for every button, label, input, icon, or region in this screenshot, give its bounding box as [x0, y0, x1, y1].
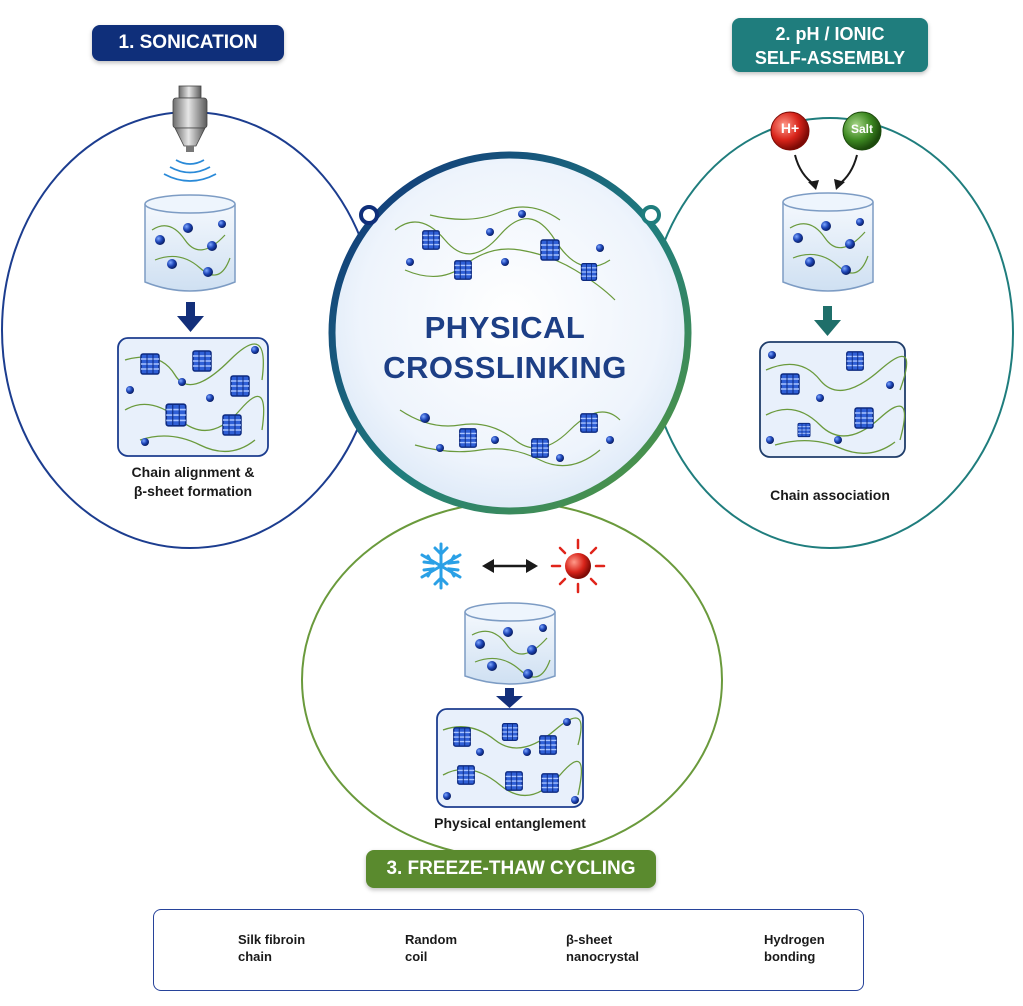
- freeze-title: 3. FREEZE-THAW CYCLING: [386, 858, 636, 879]
- freeze-network-box: [436, 708, 584, 808]
- ultrasonic-probe-icon: [172, 85, 208, 152]
- sonication-title-pill: 1. SONICATION: [92, 25, 284, 61]
- freeze-title-pill: 3. FREEZE-THAW CYCLING: [366, 850, 656, 888]
- center-title-line2: CROSSLINKING: [383, 350, 627, 385]
- double-arrow-icon: [482, 559, 538, 573]
- ionic-network-box: [759, 341, 908, 458]
- sonication-title: 1. SONICATION: [118, 32, 258, 53]
- legend-label-crystal: β-sheet nanocrystal: [566, 932, 639, 964]
- salt-badge-label: Salt: [850, 122, 873, 136]
- freeze-beaker: [464, 602, 556, 685]
- legend-label-coil: Random coil: [405, 932, 457, 964]
- center-coils-bottom: [420, 413, 614, 462]
- sonication-beaker: [144, 194, 236, 292]
- center-circle: [328, 151, 692, 515]
- snowflake-icon: [420, 542, 462, 590]
- acid-ion-icon: [770, 111, 810, 151]
- acid-badge-label: H+: [780, 120, 800, 136]
- center-title-line1: PHYSICAL: [424, 310, 586, 345]
- sound-waves-icon: [163, 159, 217, 182]
- ionic-title-pill: 2. pH / IONIC SELF-ASSEMBLY: [732, 18, 928, 72]
- center-title: PHYSICAL CROSSLINKING: [340, 308, 670, 388]
- ionic-title-line1: 2. pH / IONIC: [775, 24, 885, 44]
- ionic-title-line2: SELF-ASSEMBLY: [754, 48, 906, 68]
- legend-label-fibroin: Silk fibroin chain: [238, 932, 306, 964]
- legend-label-hbond: Hydrogen bonding: [764, 932, 825, 964]
- sun-icon: [550, 538, 606, 594]
- ring-node-left: [359, 205, 379, 225]
- ring-node-right: [641, 205, 661, 225]
- ionic-beaker: [782, 192, 874, 292]
- center-coils-top: [406, 210, 604, 266]
- freeze-caption: Physical entanglement: [434, 815, 586, 831]
- sonication-down-arrow: [177, 302, 204, 332]
- legend: [153, 909, 864, 991]
- ionic-down-arrow: [814, 306, 841, 336]
- sonication-caption: Chain alignment & β-sheet formation: [131, 464, 255, 499]
- ionic-caption: Chain association: [770, 487, 890, 503]
- ionic-curved-arrows: [794, 154, 858, 190]
- sonication-network-box: [117, 337, 269, 457]
- salt-icon: [842, 111, 882, 151]
- freeze-down-arrow: [496, 688, 523, 708]
